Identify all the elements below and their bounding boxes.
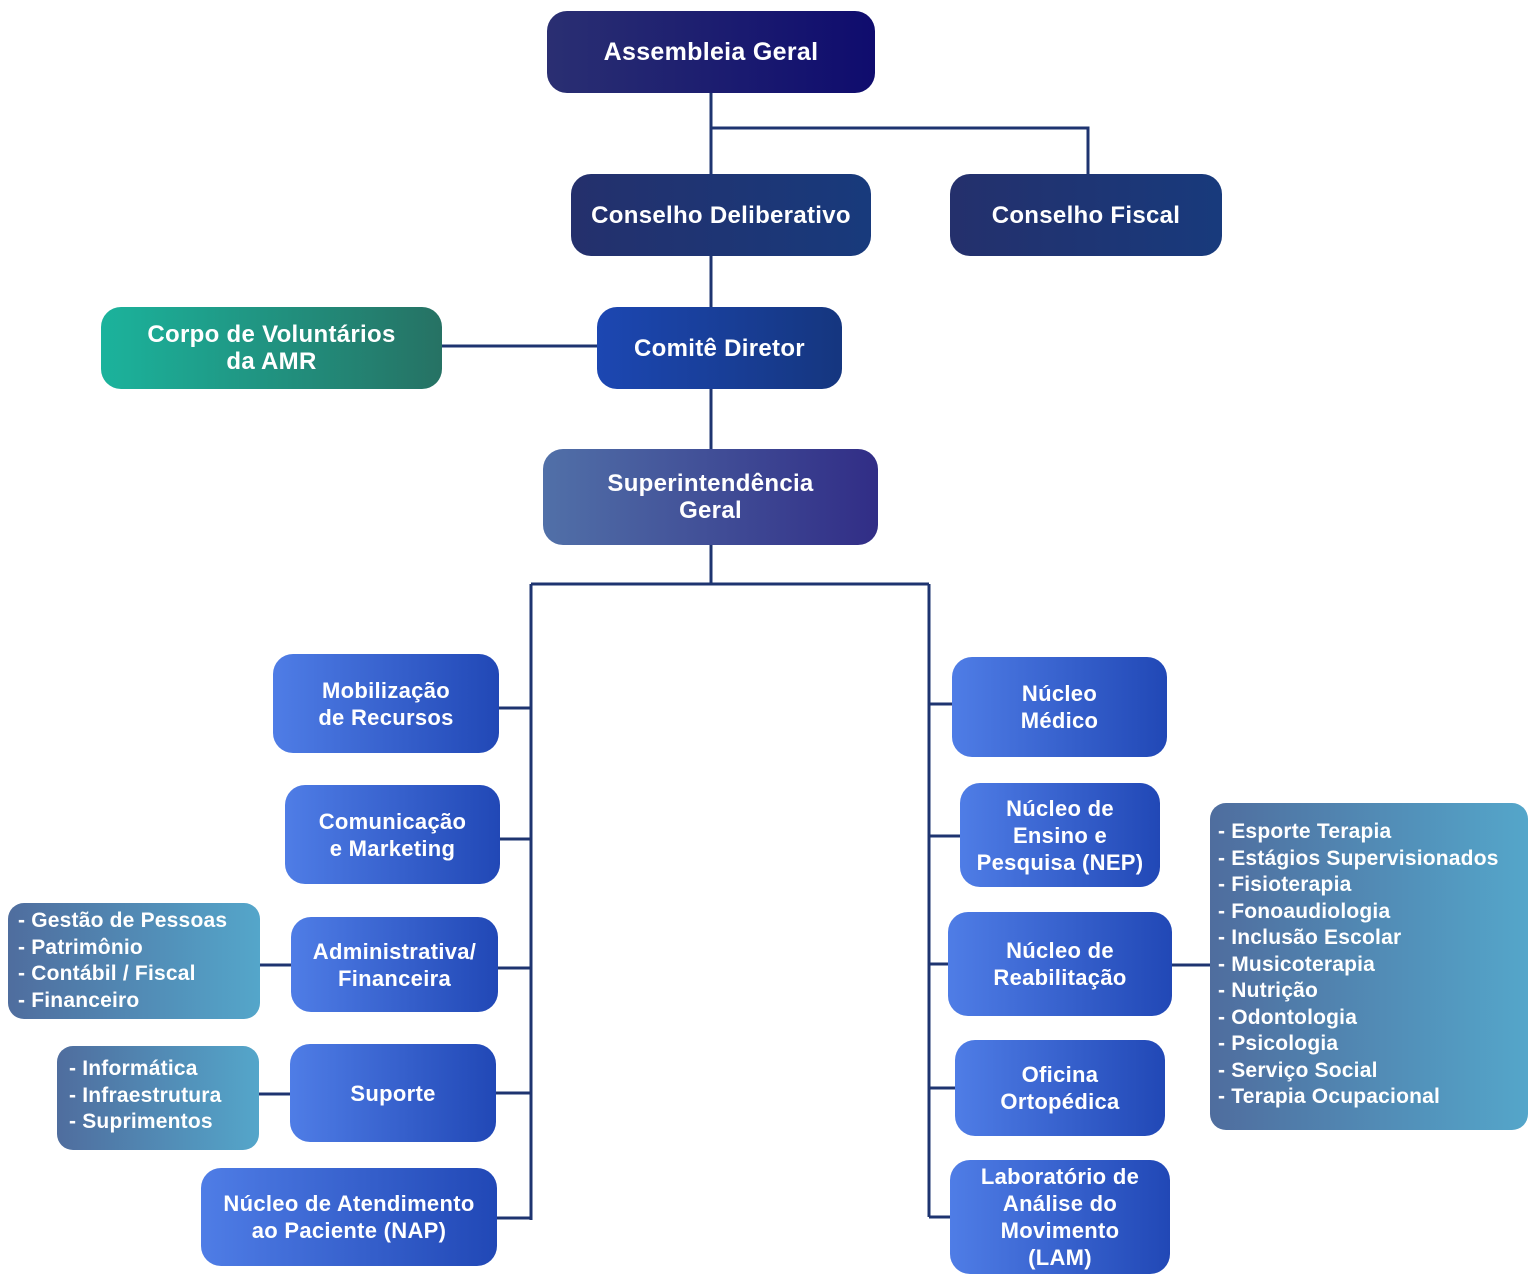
list-item: - Psicologia [1218, 1032, 1339, 1055]
node-corpo-voluntarios: Corpo de Voluntários da AMR [101, 307, 442, 389]
list-item: - Informática [69, 1057, 198, 1080]
node-reabilitacao-label: Núcleo de Reabilitação [993, 938, 1127, 990]
list-item: - Patrimônio [18, 935, 143, 959]
node-nap-label: Núcleo de Atendimento ao Paciente (NAP) [223, 1191, 475, 1243]
list-item: - Esporte Terapia [1218, 820, 1392, 843]
node-oficina-ortopedica-label: Oficina Ortopédica [1000, 1062, 1120, 1114]
line-assembleia-to-conselhos [709, 93, 1090, 174]
node-lam-label: Laboratório de Análise do Movimento (LAM… [980, 1164, 1140, 1270]
list-item: - Contábil / Fiscal [18, 962, 196, 985]
list-item: - Nutrição [1218, 979, 1319, 1002]
node-superintendencia-geral: Superintendência Geral [543, 449, 878, 545]
node-nucleo-medico: Núcleo Médico [952, 657, 1167, 757]
list-reabilitacao: - Esporte Terapia - Estágios Supervisiona… [1210, 803, 1528, 1130]
line-right-branches [929, 702, 961, 1219]
node-nap: Núcleo de Atendimento ao Paciente (NAP) [201, 1168, 497, 1266]
node-suporte-label: Suporte [350, 1080, 436, 1106]
node-reabilitacao: Núcleo de Reabilitação [948, 912, 1172, 1016]
node-nep-label: Núcleo de Ensino e Pesquisa (NEP) [976, 795, 1144, 875]
list-item: - Inclusão Escolar [1218, 926, 1402, 949]
node-superintendencia-geral-label: Superintendência Geral [607, 470, 814, 524]
list-item: - Financeiro [18, 988, 140, 1012]
node-conselho-deliberativo-label: Conselho Deliberativo [591, 201, 851, 229]
list-item: - Odontologia [1218, 1005, 1358, 1029]
node-mobilizacao-recursos-label: Mobilização de Recursos [318, 677, 454, 730]
list-item: - Musicoterapia [1218, 952, 1376, 976]
list-suporte: - Informática - Infraestrutura - Supriment… [57, 1046, 259, 1150]
list-item: - Suprimentos [69, 1110, 213, 1133]
node-nucleo-medico-label: Núcleo Médico [1020, 681, 1099, 733]
node-assembleia-geral: Assembleia Geral [547, 11, 875, 93]
list-item: - Serviço Social [1218, 1058, 1378, 1082]
list-item: - Infraestrutura [69, 1083, 222, 1107]
node-nep: Núcleo de Ensino e Pesquisa (NEP) [960, 783, 1160, 887]
node-conselho-fiscal: Conselho Fiscal [950, 174, 1222, 256]
node-conselho-fiscal-label: Conselho Fiscal [991, 201, 1181, 229]
node-administrativa-financeira-label: Administrativa/ Financeira [312, 938, 477, 991]
list-item: - Fonoaudiologia [1218, 899, 1391, 923]
node-comite-diretor-label: Comitê Diretor [634, 334, 805, 362]
node-comunicacao-marketing: Comunicação e Marketing [285, 785, 500, 884]
node-corpo-voluntarios-label: Corpo de Voluntários da AMR [147, 321, 396, 375]
list-administrativa: - Gestão de Pessoas - Patrimônio - Contábi… [8, 903, 260, 1019]
list-item: - Gestão de Pessoas [18, 909, 228, 932]
node-conselho-deliberativo: Conselho Deliberativo [571, 174, 871, 256]
list-item: - Estágios Supervisionados [1218, 846, 1499, 870]
node-oficina-ortopedica: Oficina Ortopédica [955, 1040, 1165, 1136]
list-item: - Fisioterapia [1218, 873, 1352, 896]
list-item: - Terapia Ocupacional [1218, 1085, 1441, 1108]
node-assembleia-geral-label: Assembleia Geral [603, 37, 819, 66]
line-superintendencia-branch [531, 545, 929, 586]
line-left-branches [495, 706, 531, 1220]
node-lam: Laboratório de Análise do Movimento (LAM… [950, 1160, 1170, 1274]
node-suporte: Suporte [290, 1044, 496, 1142]
node-comunicacao-marketing-label: Comunicação e Marketing [318, 808, 467, 861]
node-comite-diretor: Comitê Diretor [597, 307, 842, 389]
node-administrativa-financeira: Administrativa/ Financeira [291, 917, 498, 1012]
node-mobilizacao-recursos: Mobilização de Recursos [273, 654, 499, 753]
